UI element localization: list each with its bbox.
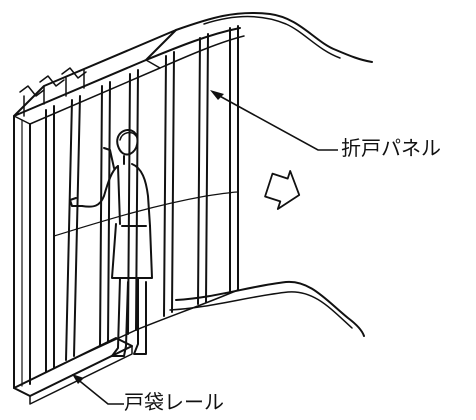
folding-panel-label: 折戸パネル [341, 136, 441, 160]
panel-stile-1 [45, 105, 55, 373]
folded-stack-1 [19, 85, 45, 97]
panel-stile-2 [65, 95, 81, 361]
panel-lower-rail [53, 289, 239, 369]
panel-stile-3 [99, 81, 111, 347]
header-rail [13, 29, 177, 117]
person-figure [69, 128, 153, 357]
storage-rail-label: 戸袋レール [124, 390, 224, 414]
folded-stack-posts [23, 69, 85, 117]
pocket-bottom-rail [13, 337, 133, 397]
panel-stile-4 [127, 69, 139, 335]
panel-stile-5 [163, 51, 175, 317]
header-rail-curve [145, 27, 241, 61]
wall-top-curve-inner [203, 15, 341, 59]
panel-stile-7 [229, 25, 239, 293]
wall-bottom-curve-inner [169, 291, 353, 329]
panel-stile-6 [197, 33, 209, 305]
panel-leader-arrowhead [210, 90, 224, 100]
rail-leader-arrowhead [72, 374, 84, 384]
panel-leader-line [215, 93, 338, 151]
header-rail-curve-lower [159, 35, 245, 69]
folded-stack-3 [61, 67, 87, 79]
hollow-right-arrow-icon [264, 170, 301, 210]
rail-leader-line [75, 377, 124, 405]
wall-top-curve [175, 11, 373, 63]
wall-bottom-curve [175, 280, 365, 337]
folded-stack-2 [39, 75, 65, 87]
panel-mid-curve [53, 191, 239, 237]
